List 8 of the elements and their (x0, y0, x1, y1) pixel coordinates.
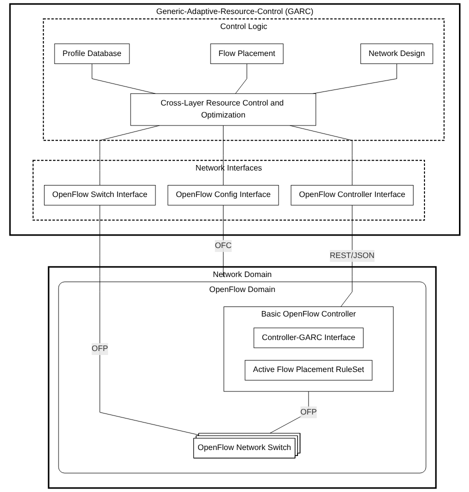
connector (289, 125, 352, 186)
connector (312, 64, 397, 94)
connector (222, 204, 224, 278)
connector (99, 204, 199, 436)
connector (234, 64, 247, 94)
connector (222, 125, 224, 186)
connector (340, 204, 352, 307)
connector (91, 64, 156, 94)
